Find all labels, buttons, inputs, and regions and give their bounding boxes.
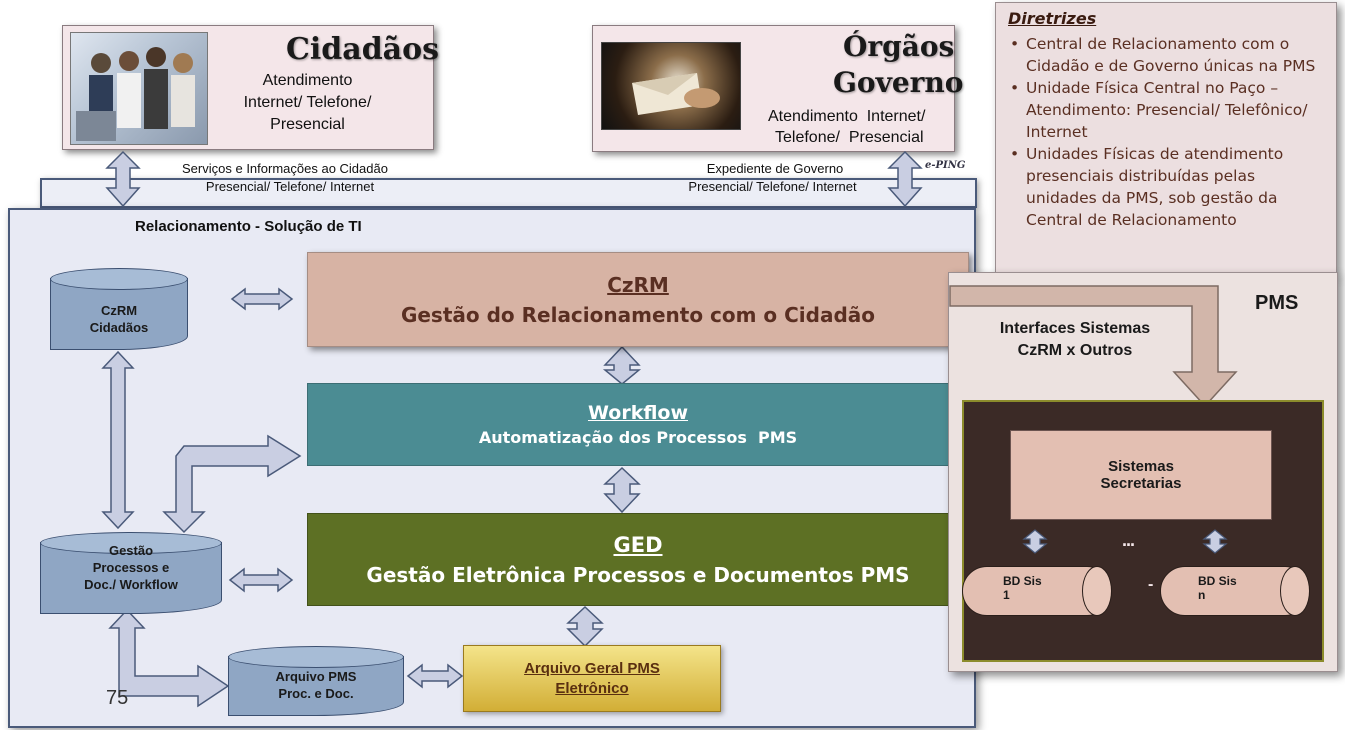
- cidadaos-title: Cidadãos: [286, 32, 440, 67]
- page-number: 75: [106, 687, 129, 709]
- cidadaos-desc: Atendimento Internet/ Telefone/ Presenci…: [210, 70, 405, 136]
- sistemas-line1: Sistemas: [1108, 458, 1174, 475]
- sistemas-box: Sistemas Secretarias: [1010, 430, 1272, 520]
- eping-label: e-PING: [925, 160, 966, 171]
- cidadaos-line1: Atendimento: [262, 72, 353, 89]
- arrow-arq-arqgeral: [406, 663, 464, 689]
- bd-sis-1-label: BD Sis 1: [1003, 574, 1042, 602]
- arrow-cidadaos: [105, 150, 141, 208]
- arquivo-geral-line1: Arquivo Geral PMS: [524, 660, 660, 677]
- diretriz-item-1: Central de Relacionamento com o Cidadão …: [1008, 33, 1330, 77]
- diretrizes-title: Diretrizes: [1008, 9, 1097, 28]
- gestao-db-label: Gestão Processos e Doc./ Workflow: [40, 542, 222, 593]
- arquivo-db-top: [228, 646, 404, 668]
- arrow-pms-interfaces-front: [949, 285, 1238, 408]
- diretrizes-list: Central de Relacionamento com o Cidadão …: [1008, 33, 1330, 231]
- arrow-orgaos: [887, 150, 923, 208]
- arquivo-db-label: Arquivo PMS Proc. e Doc.: [228, 668, 404, 702]
- orgaos-title1: Órgãos: [843, 30, 955, 63]
- frame-back: [40, 178, 977, 208]
- pms-label: PMS: [1255, 292, 1299, 314]
- orgaos-line2: Telefone/ Presencial: [775, 129, 924, 146]
- diretriz-item-3: Unidades Físicas de atendimento presenci…: [1008, 143, 1330, 231]
- arrow-db-vertical: [101, 350, 135, 530]
- pms-interfaces-label: Interfaces Sistemas CzRM x Outros: [975, 318, 1175, 362]
- sistemas-ellipsis: ...: [1122, 530, 1135, 550]
- gestao-db-top: [40, 532, 222, 554]
- czrm-db-line2: Cidadãos: [89, 320, 149, 335]
- pms-interfaces-line1: Interfaces Sistemas: [999, 320, 1151, 337]
- channel-left-line2: Presencial/ Telefone/ Internet: [205, 179, 375, 194]
- arquivo-geral-box: Arquivo Geral PMS Eletrônico: [463, 645, 721, 712]
- arquivo-db-line1: Arquivo PMS: [275, 669, 357, 684]
- diretrizes-panel: Diretrizes Central de Relacionamento com…: [995, 2, 1337, 274]
- channel-right-line2: Presencial/ Telefone/ Internet: [688, 179, 857, 194]
- orgaos-photo: [601, 42, 741, 130]
- czrm-title: CzRM: [607, 272, 669, 297]
- workflow-title: Workflow: [587, 402, 689, 424]
- gestao-db-line3: Doc./ Workflow: [84, 577, 178, 592]
- gestao-db-line2: Processos e: [92, 560, 170, 575]
- arrow-workflow-ged: [603, 466, 641, 514]
- arrow-elbow-workflow: [162, 434, 302, 534]
- czrm-db-line1: CzRM: [100, 303, 138, 318]
- envelope-icon: [632, 73, 720, 115]
- arrow-gestao-ged: [228, 567, 294, 593]
- arquivo-db-line2: Proc. e Doc.: [278, 686, 354, 701]
- orgaos-title2: Governo: [833, 66, 964, 99]
- ged-subtitle: Gestão Eletrônica Processos e Documentos…: [366, 562, 910, 587]
- czrm-db-label: CzRM Cidadãos: [50, 302, 188, 336]
- bd-sis-n-label: BD Sis n: [1198, 574, 1237, 602]
- cidadaos-line3: Presencial: [270, 116, 345, 133]
- diretriz-item-2: Unidade Física Central no Paço – Atendim…: [1008, 77, 1330, 143]
- czrm-db-body: [50, 278, 188, 350]
- bd-sis-1-line1: BD Sis: [1003, 574, 1042, 588]
- arquivo-geral-line2: Eletrônico: [555, 680, 629, 697]
- bd-sis-n-line1: BD Sis: [1198, 574, 1237, 588]
- section-title: Relacionamento - Solução de TI: [135, 218, 362, 235]
- czrm-box: CzRM Gestão do Relacionamento com o Cida…: [307, 252, 969, 347]
- ged-title: GED: [613, 532, 663, 557]
- channel-right-line1: Expediente de Governo: [706, 161, 844, 176]
- orgaos-line1: Atendimento Internet/: [768, 108, 926, 125]
- czrm-subtitle: Gestão do Relacionamento com o Cidadão: [400, 302, 876, 327]
- people-icon: [76, 47, 195, 141]
- arrow-czrm-db: [230, 287, 294, 311]
- workflow-box: Workflow Automatização dos Processos PMS: [307, 383, 969, 466]
- sistemas-line2: Secretarias: [1100, 475, 1182, 492]
- arrow-sis-bdn: [1202, 529, 1228, 554]
- cidadaos-line2: Internet/ Telefone/: [243, 94, 372, 111]
- czrm-db-top: [50, 268, 188, 290]
- cidadaos-photo: [70, 32, 208, 145]
- bd-sis-1-cap: [1082, 566, 1112, 616]
- bd-sis-n-line2: n: [1198, 588, 1206, 602]
- channel-left-line1: Serviços e Informações ao Cidadão: [182, 161, 388, 176]
- gestao-db-line1: Gestão: [108, 543, 154, 558]
- arrow-sis-bd1: [1022, 529, 1048, 554]
- ged-box: GED Gestão Eletrônica Processos e Docume…: [307, 513, 969, 606]
- bd-sis-n-cap: [1280, 566, 1310, 616]
- bd-separator: -: [1148, 576, 1154, 593]
- bd-sis-1-line2: 1: [1003, 588, 1010, 602]
- gestao-db-body: [40, 542, 222, 614]
- pms-interfaces-line2: CzRM x Outros: [1017, 342, 1133, 359]
- workflow-subtitle: Automatização dos Processos PMS: [478, 428, 798, 447]
